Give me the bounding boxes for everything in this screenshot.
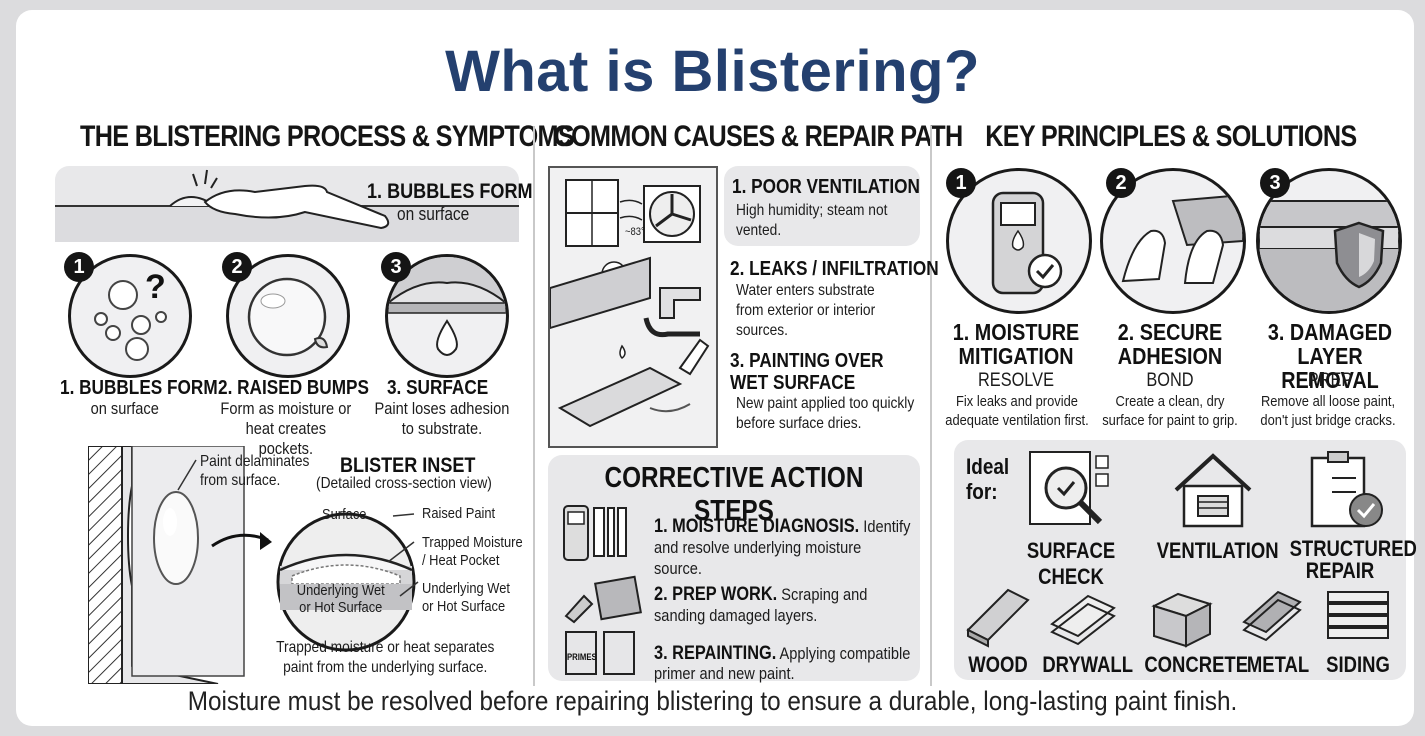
step-badge: 1: [64, 252, 94, 282]
step-title: 1. BUBBLES FORM: [60, 377, 218, 399]
corrective-step-text: Applying compatible primer and new paint…: [654, 644, 911, 683]
cause-title: 2. LEAKS / INFILTRATION: [730, 258, 939, 280]
material-label: METAL: [1246, 652, 1310, 677]
bubbles-icon: [94, 280, 167, 361]
step-title: 2. RAISED BUMPS: [218, 377, 370, 399]
ideal-use-label: VENTILATION: [1156, 538, 1279, 563]
blister-cross-section-diagram: [88, 446, 419, 684]
cause-description: High humidity; steam not vented.: [736, 202, 888, 239]
raised-paint-label: Raised Paint: [422, 505, 496, 522]
material-label: CONCRETE: [1144, 652, 1249, 677]
metal-icon: [1242, 590, 1302, 642]
corrective-step-title: 3. REPAINTING.: [654, 643, 777, 664]
step-badge: 3: [381, 252, 411, 282]
causes-illustration: [548, 166, 718, 448]
principle-description: Fix leaks and provide adequate ventilati…: [945, 393, 1089, 429]
corrective-step: 3. REPAINTING. Applying compatible prime…: [654, 644, 921, 684]
principle-keyword: RESOLVE: [977, 370, 1054, 391]
wall-callout: Paint delaminates from surface.: [200, 453, 310, 489]
house-ventilation-icon: [1174, 453, 1252, 528]
step-badge: 2: [222, 252, 252, 282]
inset-subtitle: (Detailed cross-section view): [316, 475, 492, 492]
principle-badge: 1: [946, 168, 976, 198]
corrective-tools-icons: [563, 505, 642, 675]
corrective-title: CORRECTIVE ACTION STEPS: [604, 462, 864, 527]
material-label: WOOD: [968, 652, 1028, 677]
corrective-step-text: Scraping and sanding damaged layers.: [654, 585, 868, 625]
inset-caption: Trapped moisture or heat separates paint…: [276, 639, 495, 676]
step-description: Paint loses adhesion to substrate.: [374, 399, 510, 438]
step-title: 3. SURFACE: [386, 377, 489, 399]
footer-note: Moisture must be resolved before repairi…: [187, 686, 1238, 716]
principle-title: 2. SECURE ADHESION: [1117, 319, 1223, 369]
principle-title: 1. MOISTURE MITIGATION: [952, 319, 1080, 369]
material-label: SIDING: [1326, 652, 1390, 677]
inset-surface-label: Surface: [322, 506, 367, 523]
moisture-meter-circle: [946, 168, 1092, 314]
cause-card-ventilation: [724, 166, 920, 246]
principle-badge: 3: [1260, 168, 1290, 198]
banner-title: 1. BUBBLES FORM: [367, 180, 533, 203]
principle-title: 3. DAMAGED LAYER REMOVAL: [1267, 319, 1393, 393]
principle-keyword: BOND: [1146, 370, 1194, 391]
principle-keyword: PREP: [1307, 370, 1353, 391]
corrective-step-title: 1. MOISTURE DIAGNOSIS.: [654, 516, 860, 537]
column-divider: [930, 126, 932, 686]
column-divider: [533, 126, 535, 686]
ideal-use-label: SURFACE CHECK: [1026, 538, 1116, 589]
cause-description: New paint applied too quickly before sur…: [736, 395, 915, 432]
surface-check-icon: [1029, 451, 1109, 525]
step-description: on surface: [90, 399, 159, 418]
question-mark-icon: ?: [145, 268, 166, 306]
step-description: Form as moisture or heat creates pockets…: [220, 399, 352, 458]
bubbles-banner: 1. BUBBLES FORM on surface: [55, 166, 533, 242]
cause-title: 3. PAINTING OVER WET SURFACE: [730, 350, 884, 394]
corrective-step: 1. MOISTURE DIAGNOSIS. Identify and reso…: [654, 516, 912, 579]
column-heading-principles: KEY PRINCIPLES & SOLUTIONS: [985, 120, 1357, 153]
ideal-use-label: STRUCTURED REPAIR: [1289, 536, 1417, 583]
corrective-step-text: Identify and resolve underlying moisture…: [654, 517, 911, 578]
drywall-icon: [1050, 594, 1116, 646]
corrective-step-title: 2. PREP WORK.: [654, 584, 778, 605]
window-reading: ~83°: [625, 226, 645, 238]
material-icons: [966, 588, 1389, 648]
cause-description: Water enters substrate from exterior or …: [736, 282, 876, 339]
principle-badge: 2: [1106, 168, 1136, 198]
ideal-for-label: Ideal for:: [966, 454, 1010, 504]
cause-title: 1. POOR VENTILATION: [732, 176, 920, 198]
concrete-icon: [1151, 592, 1213, 648]
hand-pressing-icon: [55, 169, 519, 242]
raised-bump-icon: [247, 277, 329, 357]
page-title: What is Blistering?: [445, 39, 980, 104]
underlying-surface-label: Underlying Wet or Hot Surface: [422, 580, 510, 615]
primer-can-label: PRIMES: [567, 652, 597, 662]
hands-smoothing-icon: [1121, 193, 1243, 284]
inset-title: BLISTER INSET: [340, 454, 476, 477]
siding-icon: [1327, 591, 1389, 639]
inset-underlying-label: Underlying Wet or Hot Surface: [296, 582, 385, 616]
causes-scene-icon: [550, 179, 710, 428]
principle-description: Remove all loose paint, don't just bridg…: [1260, 393, 1396, 429]
column-heading-causes: COMMON CAUSES & REPAIR PATH: [553, 120, 964, 153]
principle-description: Create a clean, dry surface for paint to…: [1102, 393, 1238, 429]
corrective-step: 2. PREP WORK. Scraping and sanding damag…: [654, 584, 912, 626]
material-label: DRYWALL: [1042, 652, 1134, 677]
clipboard-checklist-icon: [1310, 451, 1383, 528]
wood-icon: [966, 588, 1030, 648]
banner-subtitle: on surface: [397, 204, 470, 224]
trapped-moisture-label: Trapped Moisture / Heat Pocket: [422, 534, 523, 569]
column-heading-process: THE BLISTERING PROCESS & SYMPTOMS: [80, 120, 575, 153]
moisture-meter-icon: [991, 191, 1063, 295]
